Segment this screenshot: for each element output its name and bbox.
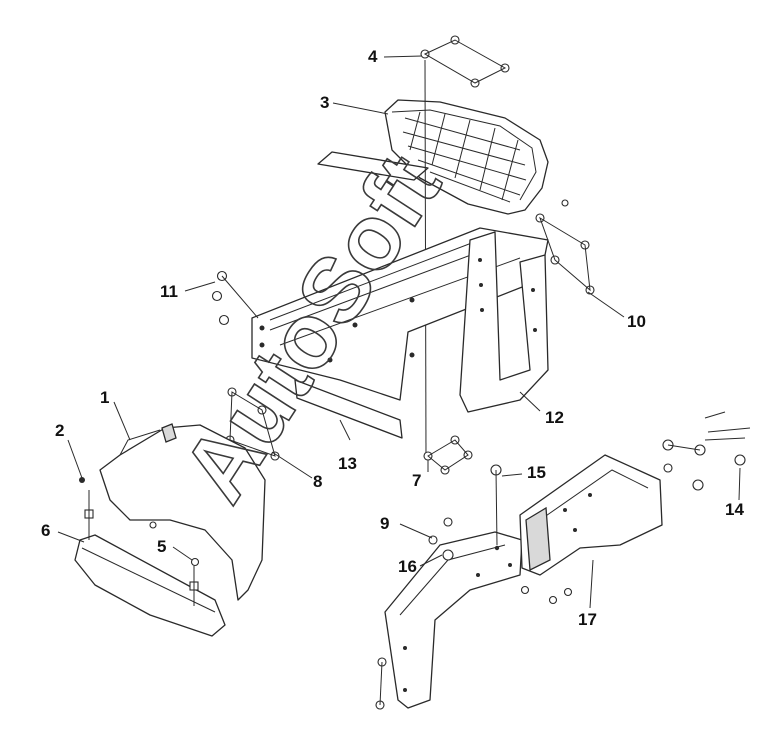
bolt-set-right [535, 213, 595, 295]
callout-6: 6 [41, 521, 50, 540]
callout-4: 4 [368, 47, 378, 66]
curved-bracket [375, 531, 523, 710]
fender-panel [99, 423, 266, 601]
callout-3: 3 [320, 93, 329, 112]
callout-5: 5 [157, 537, 166, 556]
callout-11: 11 [160, 282, 178, 301]
callout-14: 14 [725, 500, 744, 519]
nuts-center [428, 464, 502, 561]
bolt-set-middle [423, 435, 473, 475]
callout-9: 9 [380, 514, 389, 533]
callout-17: 17 [578, 610, 597, 629]
callout-2: 2 [55, 421, 64, 440]
bolt-set-far-right [662, 411, 751, 491]
callout-13: 13 [338, 454, 357, 473]
lower-skirt [74, 534, 226, 637]
callout-labels: 1 2 3 4 5 6 7 8 9 10 11 12 13 14 15 16 1… [41, 47, 744, 629]
callout-10: 10 [627, 312, 646, 331]
callout-16: 16 [398, 557, 417, 576]
bolt-set-left [211, 270, 259, 326]
callout-7: 7 [412, 471, 421, 490]
hanger-bracket [459, 231, 549, 413]
screw-set-top [420, 35, 510, 88]
step-tread [317, 99, 569, 215]
callout-15: 15 [527, 463, 546, 482]
frame-mount [519, 454, 663, 605]
bolt-set-lower-left [225, 387, 280, 461]
callout-1: 1 [100, 388, 109, 407]
leader-lines [57, 55, 741, 609]
fasteners-left [79, 477, 200, 606]
callout-8: 8 [313, 472, 322, 491]
callout-12: 12 [545, 408, 564, 427]
